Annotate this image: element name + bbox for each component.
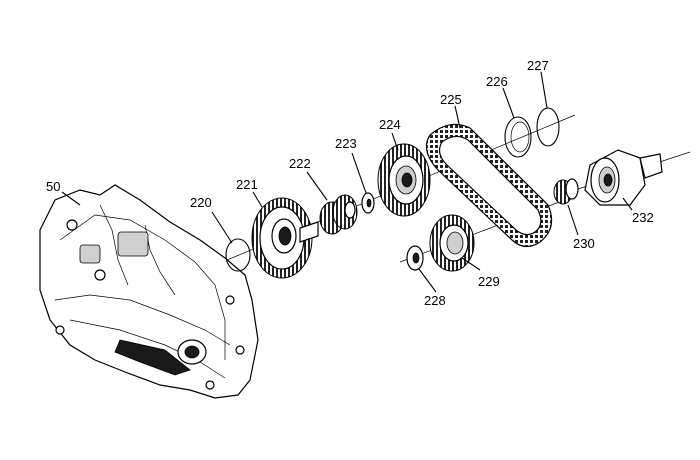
callout-224: 224 <box>379 117 401 132</box>
callout-232: 232 <box>632 210 654 225</box>
leader-lines <box>61 71 633 293</box>
callout-230: 230 <box>573 236 595 251</box>
bearing-230 <box>553 178 579 205</box>
callout-223: 223 <box>335 136 357 151</box>
callout-220: 220 <box>190 195 212 210</box>
shaft-gear-222 <box>299 194 358 243</box>
thrust-washer-228 <box>406 245 424 271</box>
callout-225: 225 <box>440 92 462 107</box>
gear-224 <box>377 143 431 217</box>
transaxle-case <box>39 184 259 399</box>
gear-229 <box>429 214 475 272</box>
callout-228: 228 <box>424 293 446 308</box>
snap-ring-220 <box>225 238 251 272</box>
callout-227: 227 <box>527 58 549 73</box>
callout-226: 226 <box>486 74 508 89</box>
callout-221: 221 <box>236 177 258 192</box>
callout-labels: 50 220 221 222 223 224 225 226 227 228 2… <box>46 58 654 308</box>
callout-229: 229 <box>478 274 500 289</box>
callout-50: 50 <box>46 179 60 194</box>
drive-chain-225 <box>425 123 553 248</box>
differential-232 <box>584 149 663 206</box>
callout-222: 222 <box>289 156 311 171</box>
washer-223 <box>361 192 375 214</box>
bearing-ring-226 <box>504 116 532 158</box>
snap-ring-227 <box>536 107 560 147</box>
